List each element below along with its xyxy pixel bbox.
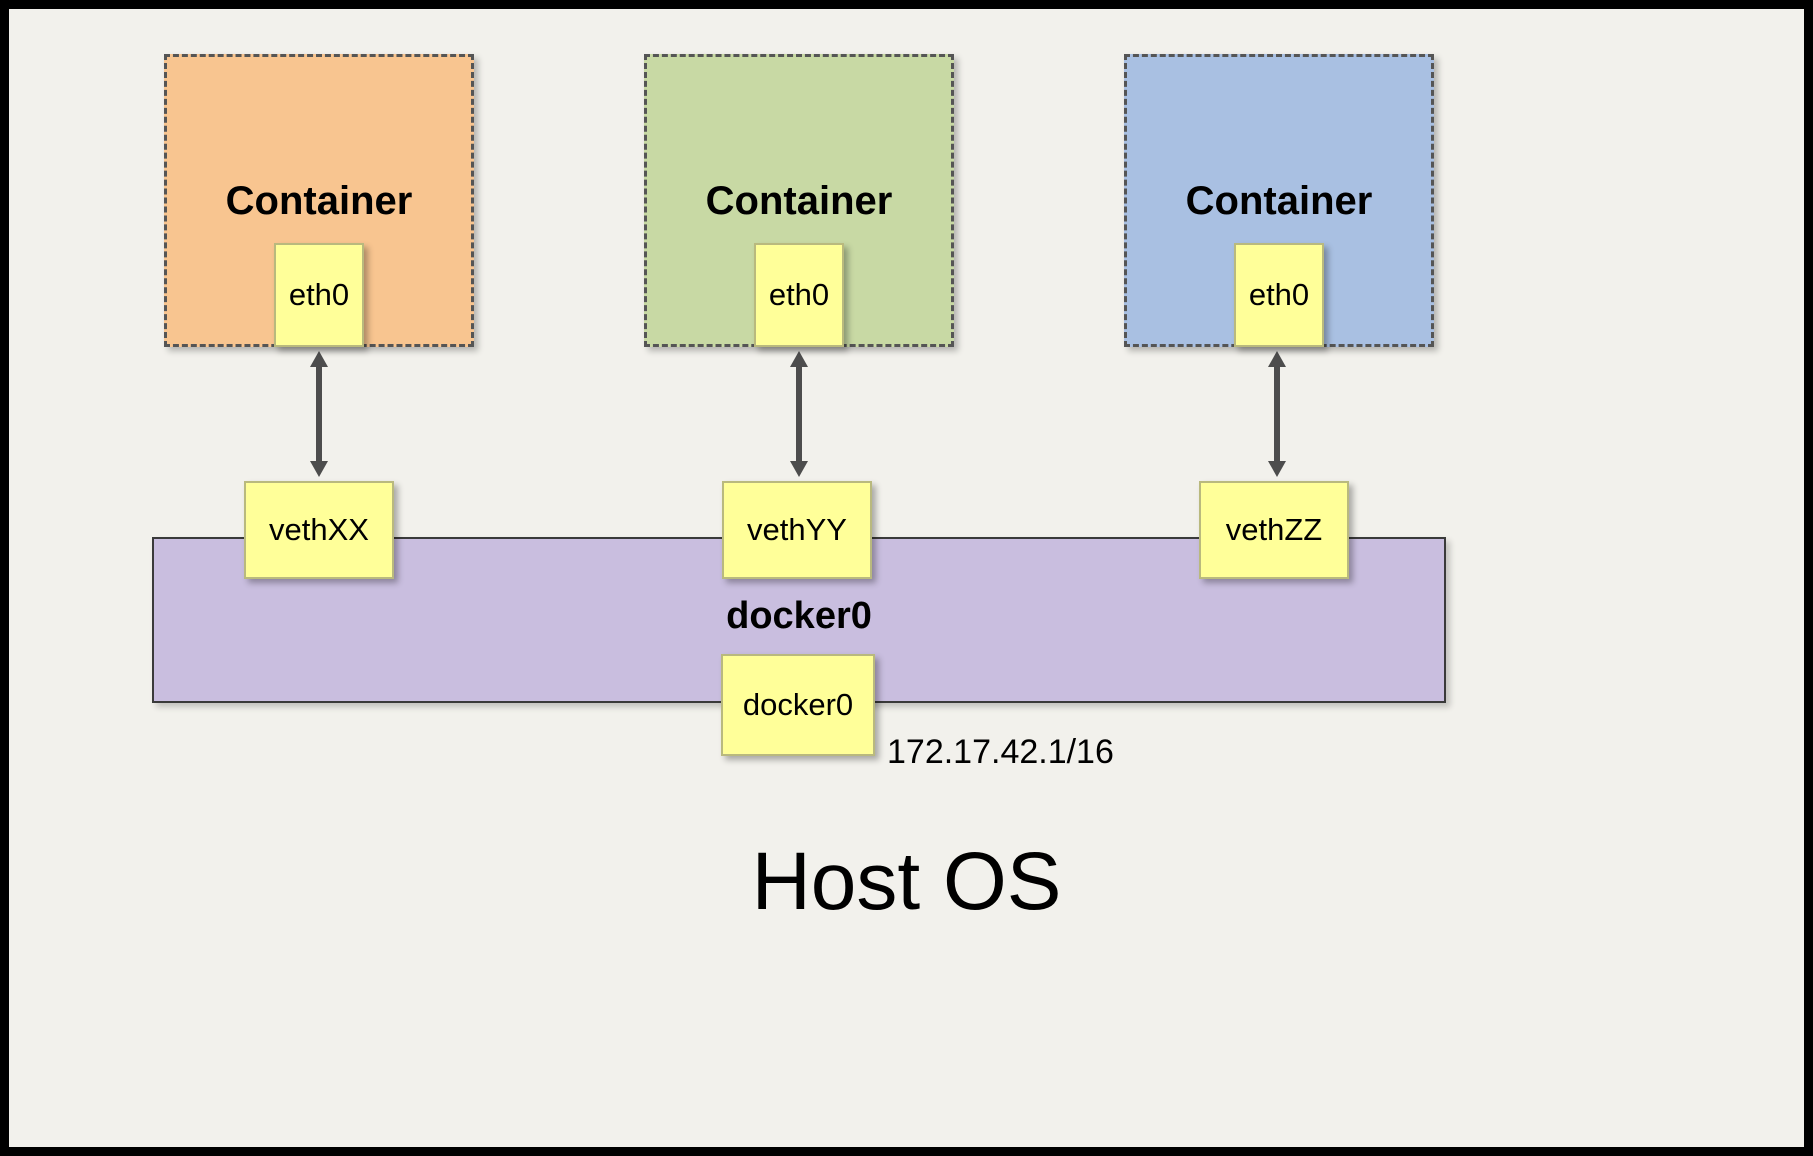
double-arrow-icon-2 xyxy=(790,351,808,477)
container-3-label: Container xyxy=(1185,179,1373,223)
arrow-shaft xyxy=(316,363,322,465)
container-3-eth0-interface: eth0 xyxy=(1234,243,1324,347)
arrow-shaft xyxy=(1274,363,1280,465)
arrow-head-down-icon xyxy=(1268,461,1286,477)
container-1-eth0-label: eth0 xyxy=(288,277,350,312)
vethzz-label: vethZZ xyxy=(1225,512,1323,547)
vethyy-interface: vethYY xyxy=(722,481,872,579)
container-2-eth0-label: eth0 xyxy=(768,277,830,312)
container-3-eth0-label: eth0 xyxy=(1248,277,1310,312)
vethxx-interface: vethXX xyxy=(244,481,394,579)
vethzz-interface: vethZZ xyxy=(1199,481,1349,579)
docker0-interface: docker0 xyxy=(721,654,875,756)
docker0-bridge-label: docker0 xyxy=(726,595,872,637)
vethyy-label: vethYY xyxy=(747,512,847,547)
host-os-title: Host OS xyxy=(751,836,1062,927)
docker0-ip-address: 172.17.42.1/16 xyxy=(887,733,1114,771)
container-1-eth0-interface: eth0 xyxy=(274,243,364,347)
arrow-head-up-icon xyxy=(790,351,808,367)
container-box-1: Container eth0 xyxy=(164,54,474,347)
arrow-head-up-icon xyxy=(310,351,328,367)
container-box-3: Container eth0 xyxy=(1124,54,1434,347)
arrow-head-down-icon xyxy=(790,461,808,477)
arrow-shaft xyxy=(796,363,802,465)
container-2-eth0-interface: eth0 xyxy=(754,243,844,347)
arrow-head-up-icon xyxy=(1268,351,1286,367)
arrow-head-down-icon xyxy=(310,461,328,477)
double-arrow-icon-3 xyxy=(1268,351,1286,477)
double-arrow-icon-1 xyxy=(310,351,328,477)
container-box-2: Container eth0 xyxy=(644,54,954,347)
container-1-label: Container xyxy=(225,179,413,223)
docker0-interface-label: docker0 xyxy=(742,687,854,722)
vethxx-label: vethXX xyxy=(269,512,369,547)
container-2-label: Container xyxy=(705,179,893,223)
